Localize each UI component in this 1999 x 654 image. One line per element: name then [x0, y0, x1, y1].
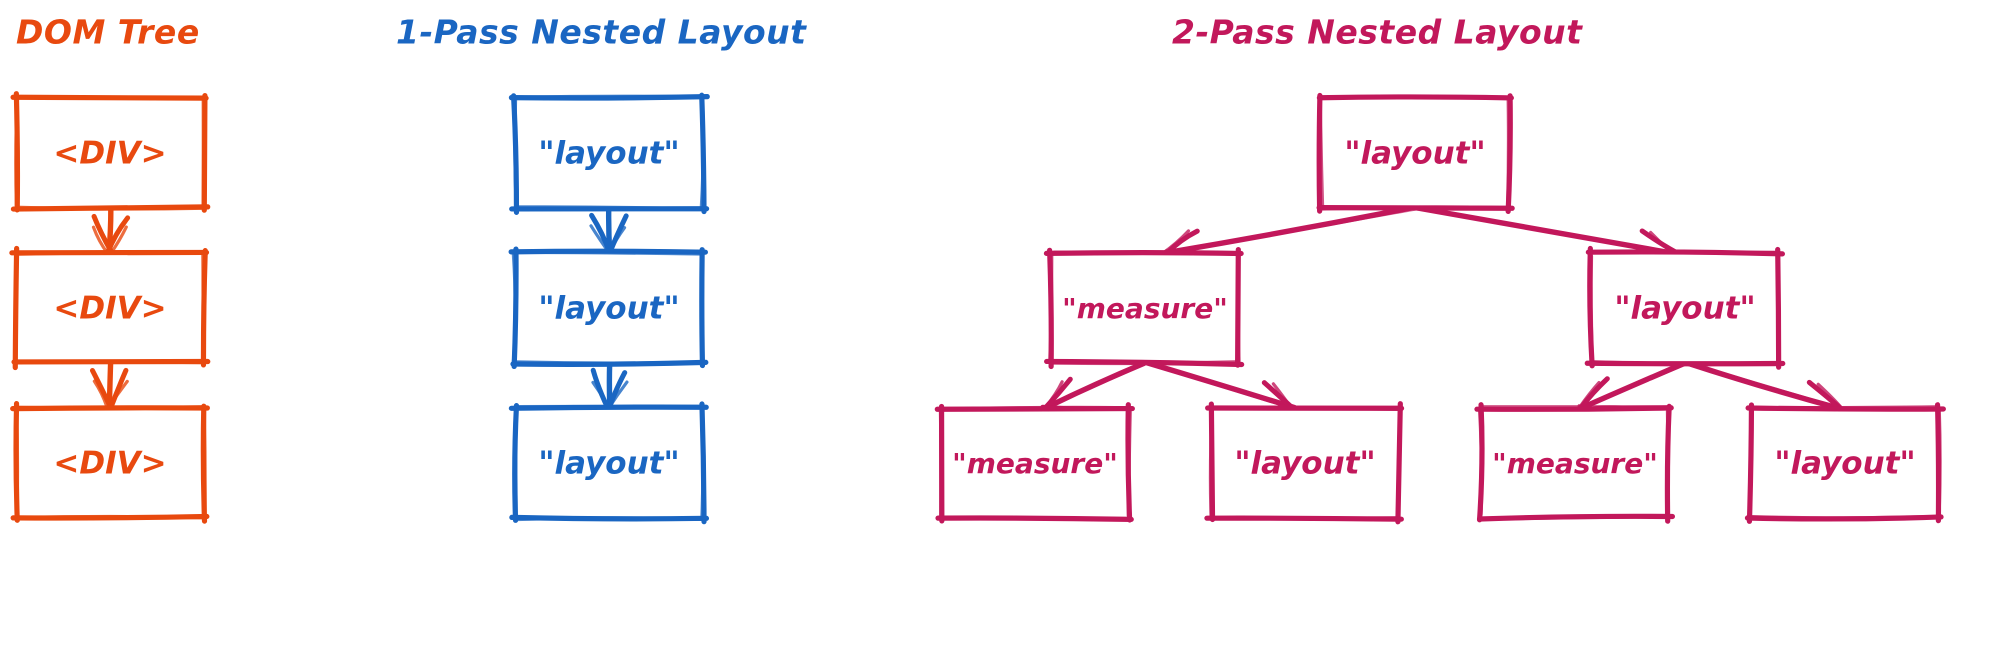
node-label-dom-node-2: <DIV>	[53, 291, 166, 327]
node-label-onepass-node-2: "layout"	[538, 291, 679, 327]
column-title-dom-tree: DOM Tree	[16, 13, 200, 52]
node-fill-onepass-node-2	[515, 253, 703, 363]
node-twopass-leaf-layout-1[interactable]: "layout"	[1204, 401, 1405, 525]
node-label-twopass-leaf-measure-2: "measure"	[1492, 447, 1658, 480]
node-twopass-leaf-measure-1[interactable]: "measure"	[934, 402, 1135, 524]
node-dom-node-3[interactable]: <DIV>	[10, 400, 210, 524]
column-one-pass-nested-layout: 1-Pass Nested Layout "layout" "layout" "lay…	[396, 13, 807, 525]
node-onepass-node-1[interactable]: "layout"	[508, 92, 710, 215]
node-label-twopass-mid-measure: "measure"	[1062, 292, 1228, 325]
node-fill-dom-node-2	[16, 253, 204, 363]
edge-onepass-node-2-to-onepass-node-3	[590, 360, 629, 412]
node-label-twopass-leaf-layout-2: "layout"	[1774, 446, 1915, 482]
node-label-onepass-node-3: "layout"	[538, 446, 679, 482]
node-label-twopass-mid-layout: "layout"	[1614, 291, 1755, 327]
node-twopass-mid-measure[interactable]: "measure"	[1043, 246, 1245, 370]
node-fill-twopass-root-layout	[1321, 98, 1509, 208]
node-fill-twopass-leaf-layout-2	[1751, 408, 1939, 518]
column-title-one-pass-nested-layout: 1-Pass Nested Layout	[396, 13, 807, 52]
node-twopass-leaf-layout-2[interactable]: "layout"	[1744, 402, 1946, 524]
node-fill-dom-node-1	[16, 98, 204, 208]
node-fill-onepass-node-1	[515, 98, 703, 208]
node-fill-twopass-leaf-measure-1	[941, 408, 1129, 518]
node-label-dom-node-1: <DIV>	[53, 136, 166, 172]
node-onepass-node-2[interactable]: "layout"	[508, 246, 709, 370]
node-fill-onepass-node-3	[515, 408, 703, 518]
node-label-twopass-leaf-layout-1: "layout"	[1234, 446, 1375, 482]
edge-dom-node-1-to-dom-node-2	[91, 206, 131, 256]
column-dom-tree: DOM Tree <DIV> <DIV> <DIV>	[9, 13, 211, 524]
edge-dom-node-2-to-dom-node-3	[89, 360, 129, 412]
node-fill-twopass-mid-layout	[1591, 253, 1779, 363]
node-fill-twopass-leaf-layout-1	[1211, 408, 1399, 518]
node-fill-twopass-mid-measure	[1051, 253, 1239, 363]
column-two-pass-nested-layout: 2-Pass Nested Layout "layout" "measure" "la…	[934, 13, 1946, 525]
node-twopass-leaf-measure-2[interactable]: "measure"	[1474, 402, 1676, 524]
node-fill-dom-node-3	[16, 408, 204, 518]
node-dom-node-2[interactable]: <DIV>	[9, 245, 211, 371]
node-label-dom-node-3: <DIV>	[53, 446, 166, 482]
node-label-twopass-leaf-measure-1: "measure"	[952, 447, 1118, 480]
node-label-twopass-root-layout: "layout"	[1344, 136, 1485, 172]
node-twopass-mid-layout[interactable]: "layout"	[1584, 245, 1786, 370]
node-fill-twopass-leaf-measure-2	[1481, 408, 1669, 518]
node-dom-node-1[interactable]: <DIV>	[10, 91, 211, 213]
node-onepass-node-3[interactable]: "layout"	[508, 401, 710, 525]
node-twopass-root-layout[interactable]: "layout"	[1316, 92, 1515, 214]
column-title-two-pass-nested-layout: 2-Pass Nested Layout	[1172, 13, 1583, 52]
node-label-onepass-node-1: "layout"	[538, 136, 679, 172]
edge-onepass-node-1-to-onepass-node-2	[589, 205, 629, 257]
